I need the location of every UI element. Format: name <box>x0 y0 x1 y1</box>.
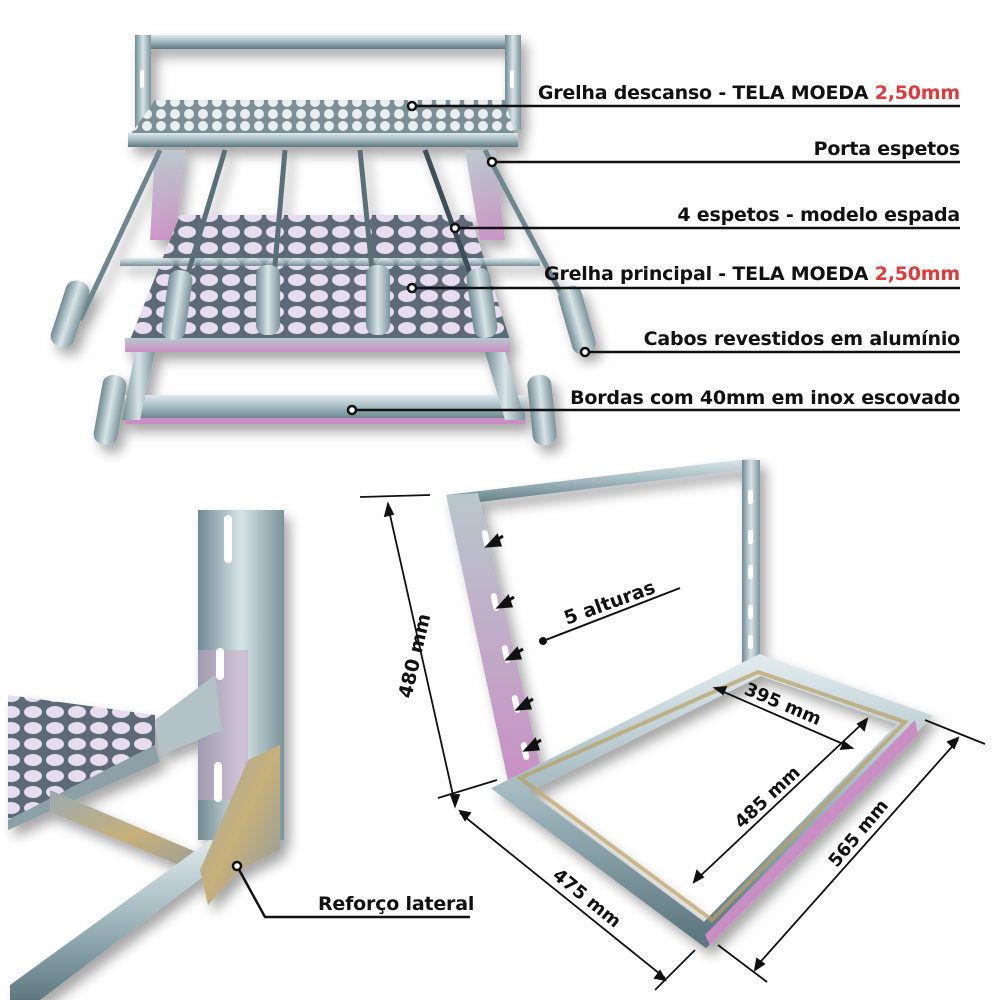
dimension-lines <box>359 494 986 991</box>
callout-reforco-lateral: Reforço lateral <box>318 893 474 915</box>
callout-text: Bordas com 40mm em inox escovado <box>570 387 960 409</box>
callout-cabos: Cabos revestidos em alumínio <box>643 328 961 350</box>
callout-accent-thickness: 2,50mm <box>874 82 960 104</box>
callout-grelha-descanso: Grelha descanso - TELA MOEDA 2,50mm <box>538 82 960 104</box>
callout-bordas: Bordas com 40mm em inox escovado <box>570 387 960 409</box>
callout-text: Porta espetos <box>813 138 961 160</box>
aluminum-handles <box>50 265 596 446</box>
frame-photo <box>446 458 934 949</box>
callout-espetos: 4 espetos - modelo espada <box>677 204 960 226</box>
detail-photo <box>8 510 284 1000</box>
callout-porta-espetos: Porta espetos <box>813 138 961 160</box>
detail-leader-line <box>231 860 470 919</box>
callout-text: 4 espetos - modelo espada <box>677 204 960 226</box>
heights-leader-line <box>539 587 681 645</box>
callout-text: Reforço lateral <box>318 893 475 915</box>
callout-grelha-principal: Grelha principal - TELA MOEDA 2,50mm <box>544 263 960 285</box>
top-leader-lines <box>346 100 960 416</box>
callout-text: Cabos revestidos em alumínio <box>643 328 961 350</box>
callout-accent-thickness: 2,50mm <box>874 263 960 285</box>
callout-text: Grelha descanso - TELA MOEDA <box>537 82 875 104</box>
top-product-photo <box>50 35 596 446</box>
callout-text: Grelha principal - TELA MOEDA <box>544 263 875 285</box>
height-slot-arrows <box>484 533 542 752</box>
